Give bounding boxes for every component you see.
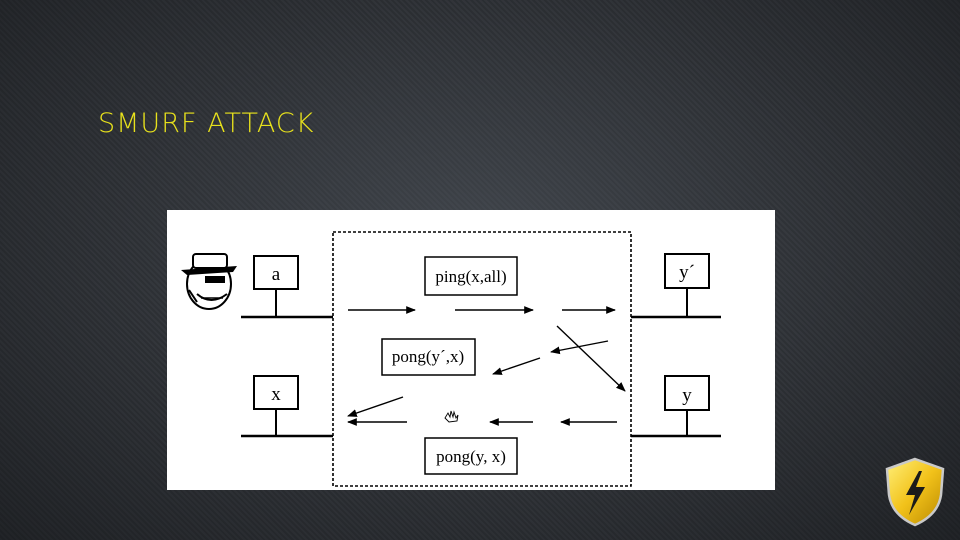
host-x-label: x [271,384,281,405]
message-ping-label: ping(x,all) [435,267,506,286]
host-y: y [664,375,710,436]
slide-title: SMURF ATTACK [98,108,315,139]
host-a-label: a [272,264,281,285]
message-pong-yprime-box: pong(y´,x) [381,338,476,376]
message-pong-y-label: pong(y, x) [436,447,506,466]
network-boundary [332,231,632,487]
host-a: a [253,255,299,317]
message-pong-y-box: pong(y, x) [424,437,518,475]
host-y-label: y [682,385,692,406]
arrow-pong-yprime-2 [347,396,404,417]
pointing-hand-icon [444,410,459,423]
arrow-ping-to-y [556,325,626,392]
arrow-pong-yprime-1 [492,357,541,375]
smurf-attack-diagram: a x y´ y ping(x,all) [167,210,775,490]
message-pong-yprime-label: pong(y´,x) [392,347,464,366]
host-y-prime-label: y´ [679,262,695,283]
arrow-pong-from-yprime [550,340,609,355]
shield-lightning-icon [885,457,945,527]
message-ping-box: ping(x,all) [424,256,518,296]
host-x: x [253,375,299,436]
spy-attacker-icon [181,253,237,310]
host-y-prime: y´ [664,253,710,317]
